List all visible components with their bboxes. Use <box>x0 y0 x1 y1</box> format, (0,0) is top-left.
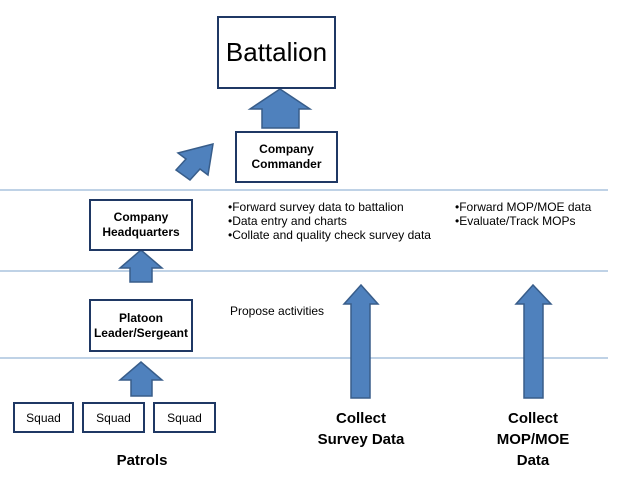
mop-tasks-list: •Forward MOP/MOE data •Evaluate/Track MO… <box>455 201 591 228</box>
mop-task-item: •Evaluate/Track MOPs <box>455 214 576 228</box>
arrow-up-to-platoon <box>117 361 165 397</box>
battalion-box: Battalion <box>217 16 336 89</box>
squad-box-3: Squad <box>153 402 216 433</box>
survey-task-item: •Collate and quality check survey data <box>228 228 431 242</box>
collect-mop-label: Collect MOP/MOE Data <box>480 408 586 471</box>
squad-box-1: Squad <box>13 402 74 433</box>
squad-box-2: Squad <box>82 402 145 433</box>
company-headquarters-label-line1: Company <box>113 210 169 224</box>
collect-mop-line1: Collect <box>507 410 558 427</box>
survey-task-item: •Data entry and charts <box>228 214 347 228</box>
company-commander-label-line2: Commander <box>251 157 322 171</box>
company-headquarters-label-line2: Headquarters <box>102 225 180 239</box>
collect-mop-line3: Data <box>516 452 550 469</box>
battalion-label: Battalion <box>225 37 328 67</box>
company-commander-label-line1: Company <box>259 142 314 156</box>
platoon-leader-box: Platoon Leader/Sergeant <box>89 299 193 352</box>
collect-survey-line2: Survey Data <box>317 431 405 448</box>
arrow-up-to-headquarters <box>117 249 165 283</box>
arrow-up-to-battalion <box>247 88 313 129</box>
arrow-collect-mop <box>514 283 553 399</box>
platoon-leader-label-line2: Leader/Sergeant <box>93 325 189 340</box>
squad-label-3: Squad <box>167 410 202 425</box>
platoon-leader-label-line1: Platoon <box>119 310 163 325</box>
arrow-collect-survey <box>342 283 380 399</box>
mop-task-item: •Forward MOP/MOE data <box>455 200 592 214</box>
company-headquarters-box: Company Headquarters <box>89 199 193 251</box>
arrow-diagonal-to-commander <box>174 142 214 181</box>
collect-mop-line2: MOP/MOE <box>496 431 570 448</box>
propose-activities-label: Propose activities <box>230 304 325 318</box>
company-commander-box: Company Commander <box>235 131 338 183</box>
survey-task-item: •Forward survey data to battalion <box>228 200 404 214</box>
collect-survey-line1: Collect <box>335 410 386 427</box>
patrols-label: Patrols <box>116 452 168 469</box>
squad-label-2: Squad <box>96 410 131 425</box>
survey-tasks-list: •Forward survey data to battalion •Data … <box>228 201 431 242</box>
squad-label-1: Squad <box>26 410 61 425</box>
collect-survey-label: Collect Survey Data <box>305 408 417 450</box>
